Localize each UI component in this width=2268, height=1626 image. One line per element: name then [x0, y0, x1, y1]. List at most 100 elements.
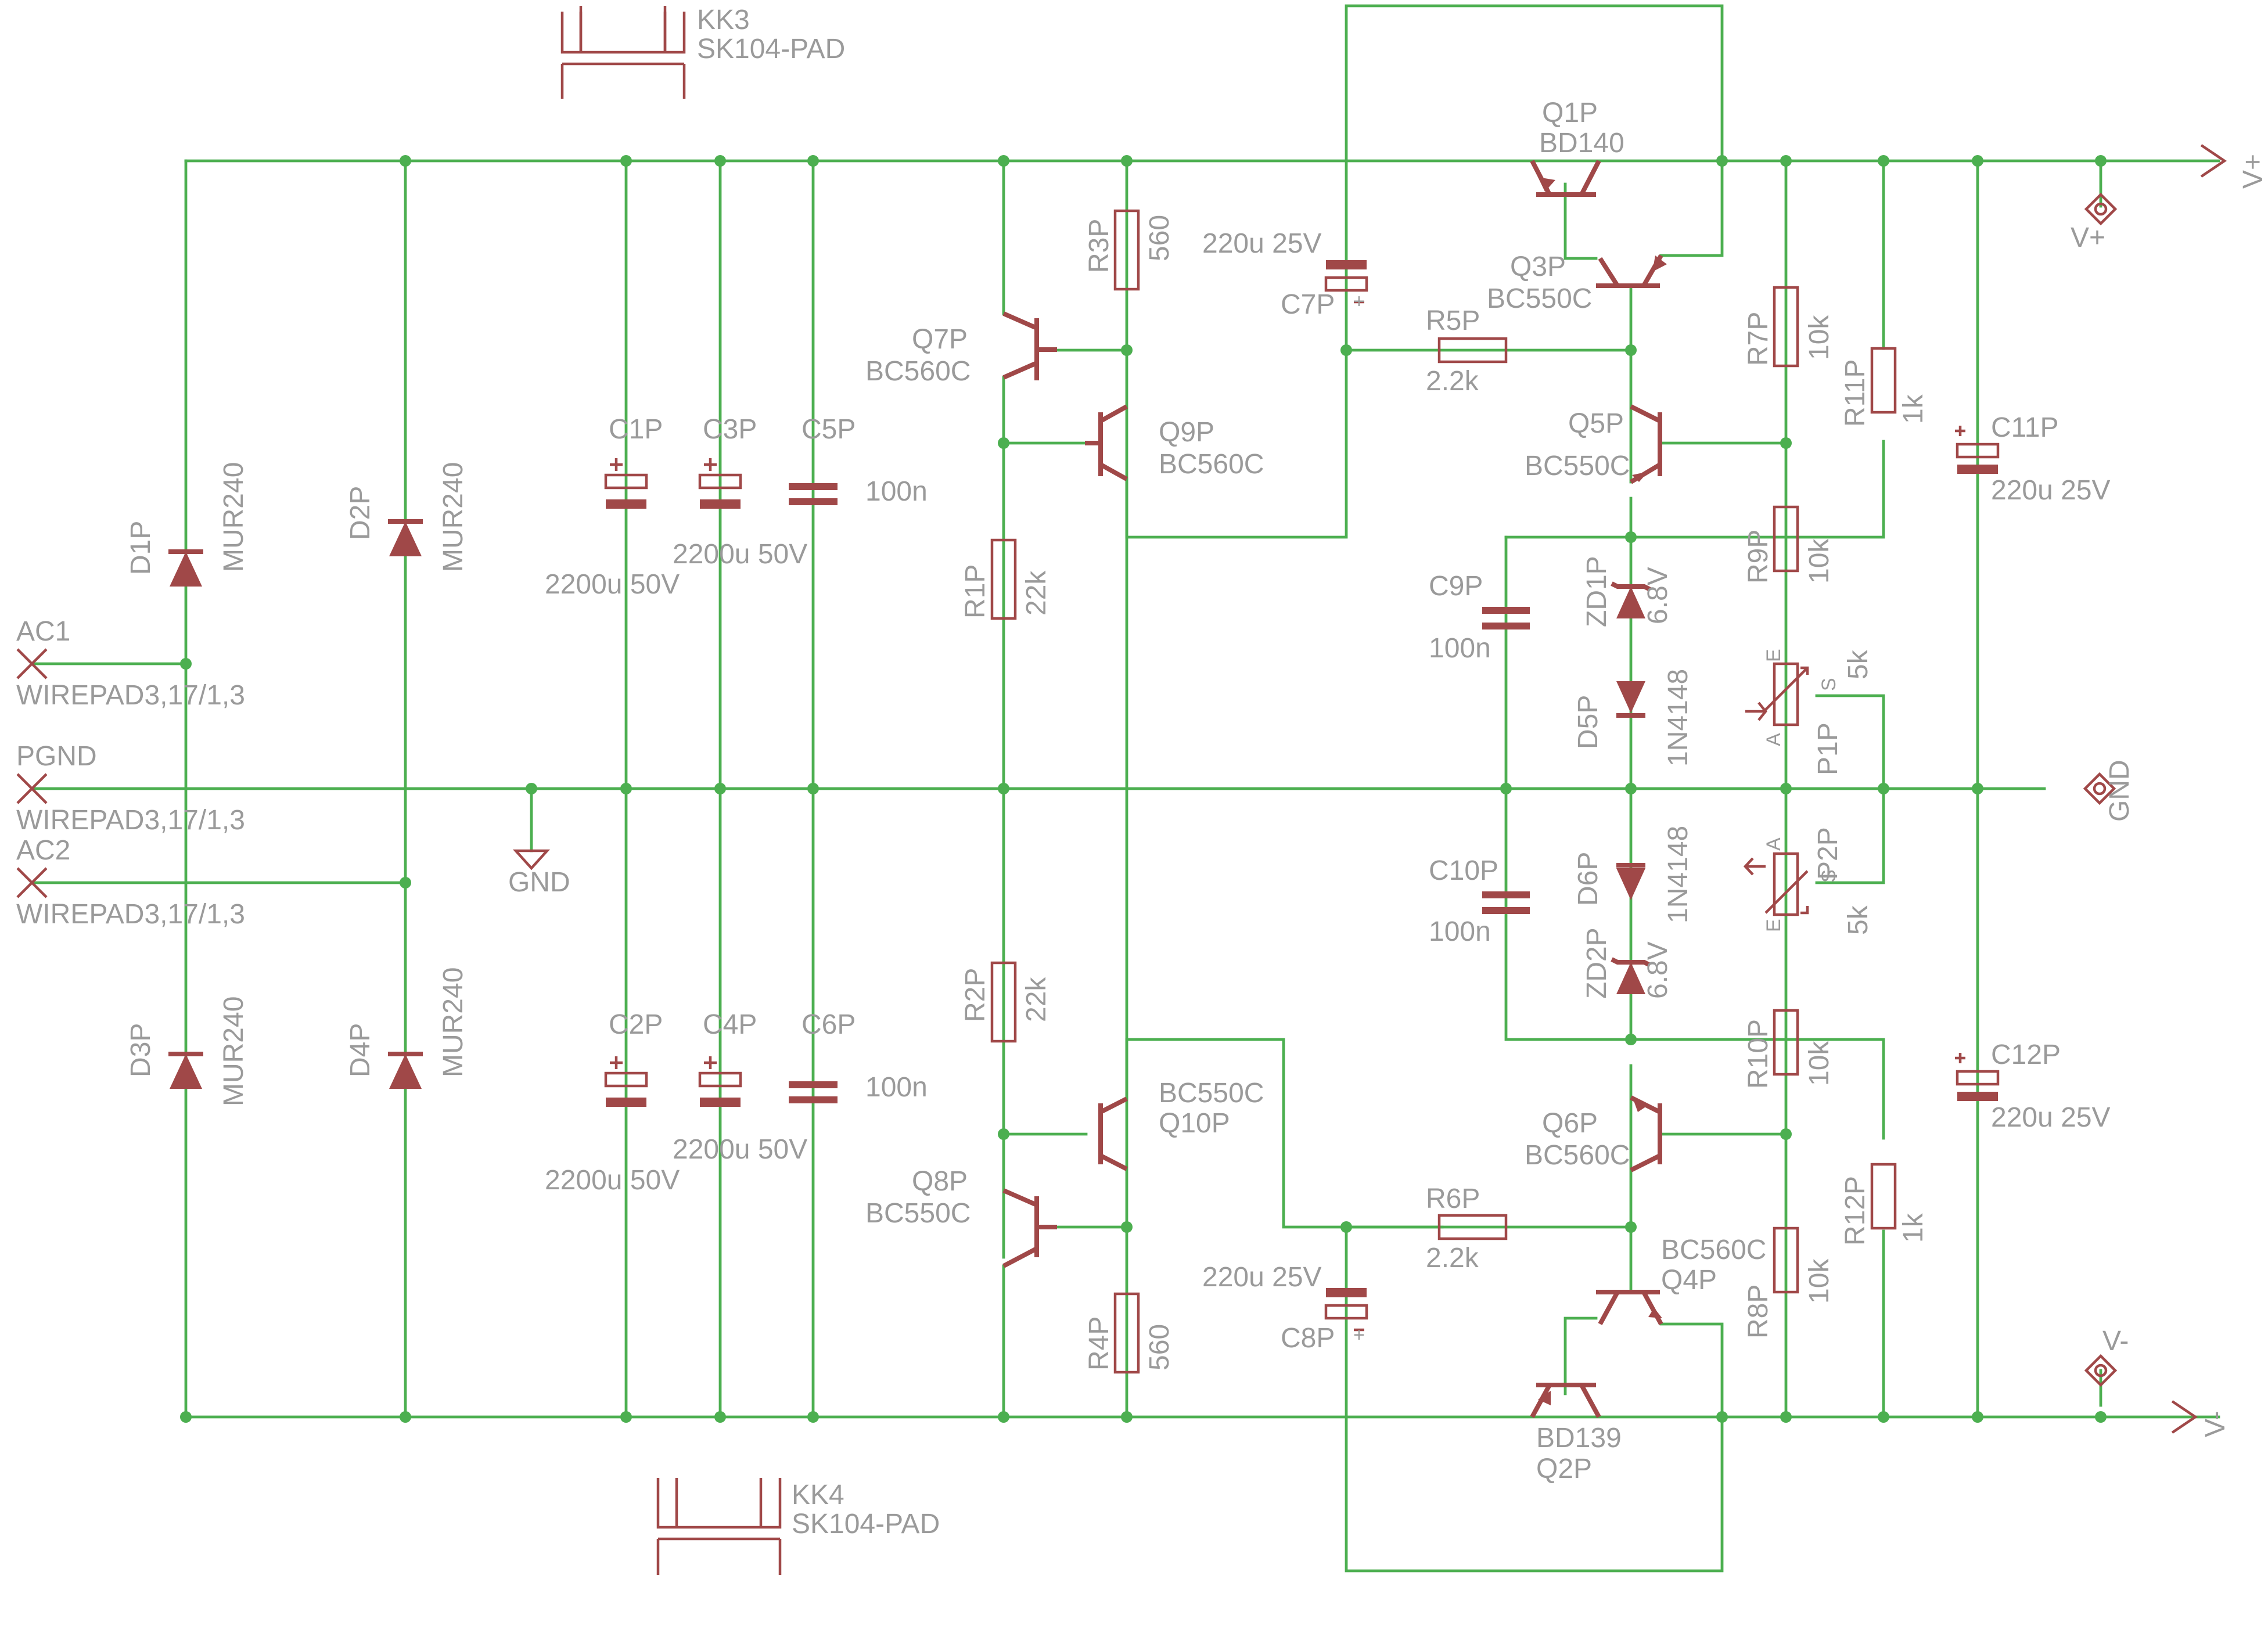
kk3-name: KK3: [697, 5, 750, 35]
connector-ac1-mark: [16, 648, 48, 679]
d4-name: D4P: [345, 1023, 376, 1077]
resistor-r6: [1437, 1214, 1508, 1240]
zd1-name: ZD1P: [1582, 556, 1612, 627]
resistor-r1: [990, 538, 1017, 620]
c9-name: C9P: [1429, 571, 1483, 602]
q2-value: BD139: [1536, 1423, 1622, 1454]
q1-value: BD140: [1539, 128, 1624, 159]
c7-value: 220u 25V: [1202, 228, 1322, 259]
gnd-symbol: [512, 849, 551, 870]
c4-name: C4P: [703, 1009, 757, 1040]
d6-value: 1N4148: [1663, 826, 1694, 923]
transistor-q5: [1629, 404, 1662, 484]
v-plus-pad: [2084, 192, 2118, 226]
resistor-r8: [1773, 1226, 1799, 1294]
q7-value: BC560C: [865, 356, 971, 387]
ac2-name: AC2: [16, 835, 70, 866]
transistor-q2: [1530, 1383, 1601, 1418]
resistor-r2: [990, 961, 1017, 1043]
transistor-q9: [1085, 404, 1128, 481]
zener-zd1: [1611, 581, 1651, 618]
c10-value: 100n: [1429, 916, 1491, 947]
capacitor-c7: [1324, 260, 1368, 304]
d5-value: 1N4148: [1663, 669, 1694, 767]
r11-value: 1k: [1898, 394, 1929, 424]
connector-ac2-mark: [16, 867, 48, 898]
p2-pin-e: E: [1763, 919, 1785, 932]
q9-name: Q9P: [1159, 417, 1214, 448]
zener-zd2: [1611, 957, 1651, 994]
c3-value: 2200u 50V: [673, 539, 807, 570]
gnd-pad-label: GND: [2104, 760, 2135, 822]
heatsink-kk3: [560, 6, 686, 99]
q5-value: BC550C: [1525, 451, 1630, 481]
d5-name: D5P: [1573, 695, 1604, 749]
gnd-pad: [2083, 772, 2116, 805]
c7-plus: +: [1353, 290, 1365, 312]
q6-value: BC560C: [1525, 1140, 1630, 1171]
c1-value: 2200u 50V: [545, 569, 680, 600]
resistor-r9: [1773, 505, 1799, 573]
d2-name: D2P: [345, 486, 376, 540]
ac1-value: WIREPAD3,17/1,3: [16, 680, 245, 711]
zd1-value: 6.8V: [1642, 567, 1673, 624]
zd2-name: ZD2P: [1582, 927, 1612, 999]
q4-name: Q4P: [1661, 1265, 1717, 1296]
c9-value: 100n: [1429, 633, 1491, 664]
capacitor-c10: [1482, 891, 1530, 914]
r2-value: 22k: [1021, 977, 1052, 1022]
resistor-r10: [1773, 1009, 1799, 1076]
r6-value: 2.2k: [1426, 1243, 1479, 1274]
junctions: [180, 155, 2107, 1423]
diode-d3: [168, 1052, 203, 1089]
p1-name: P1P: [1813, 722, 1843, 775]
q6-name: Q6P: [1542, 1108, 1598, 1139]
c10-name: C10P: [1429, 855, 1498, 886]
parts: [16, 6, 2227, 1575]
p2-pin-a: A: [1763, 837, 1785, 851]
r12-name: R12P: [1840, 1176, 1871, 1246]
d2-value: MUR240: [438, 462, 469, 572]
kk4-name: KK4: [792, 1480, 844, 1510]
r5-name: R5P: [1426, 305, 1480, 336]
c8-plus: +: [1353, 1324, 1365, 1346]
c11-name: C11P: [1991, 412, 2059, 443]
v-minus-pad-label: V-: [2102, 1326, 2129, 1357]
potentiometer-p1: [1745, 662, 1809, 726]
r9-name: R9P: [1743, 530, 1774, 584]
c7-name: C7P: [1281, 289, 1335, 320]
r9-value: 10k: [1804, 538, 1835, 584]
r3-value: 560: [1144, 215, 1175, 261]
d6-name: D6P: [1573, 852, 1604, 906]
heatsink-kk4: [656, 1478, 782, 1575]
transistor-q7: [1002, 311, 1057, 380]
gnd-symbol-label: GND: [508, 867, 570, 898]
q9-value: BC560C: [1159, 449, 1264, 480]
resistor-r11: [1870, 347, 1897, 414]
d1-name: D1P: [125, 521, 156, 575]
r7-value: 10k: [1804, 315, 1835, 360]
r10-value: 10k: [1804, 1041, 1835, 1086]
resistor-r4: [1113, 1292, 1140, 1374]
zd2-value: 6.8V: [1642, 941, 1673, 999]
q7-name: Q7P: [912, 324, 968, 355]
ac2-value: WIREPAD3,17/1,3: [16, 899, 245, 930]
r6-name: R6P: [1426, 1183, 1480, 1214]
q3-name: Q3P: [1510, 251, 1566, 282]
v-plus-pad-label: V+: [2071, 222, 2105, 253]
capacitor-c12: [1955, 1053, 2000, 1101]
r4-name: R4P: [1084, 1316, 1115, 1370]
p1-pin-s: S: [1818, 678, 1840, 691]
p2-value: 5k: [1843, 905, 1874, 935]
c5-value: 100n: [865, 476, 928, 507]
q5-name: Q5P: [1568, 408, 1624, 439]
q2-name: Q2P: [1536, 1454, 1592, 1484]
diode-d5: [1616, 681, 1645, 718]
r8-name: R8P: [1743, 1285, 1774, 1339]
r1-name: R1P: [960, 564, 991, 618]
r11-name: R11P: [1840, 359, 1871, 427]
v-minus-arrow: [2171, 1400, 2198, 1434]
labels: KK3 SK104-PAD KK4 SK104-PAD AC1 WIREPAD3…: [16, 5, 2268, 1539]
p1-value: 5k: [1843, 649, 1874, 679]
